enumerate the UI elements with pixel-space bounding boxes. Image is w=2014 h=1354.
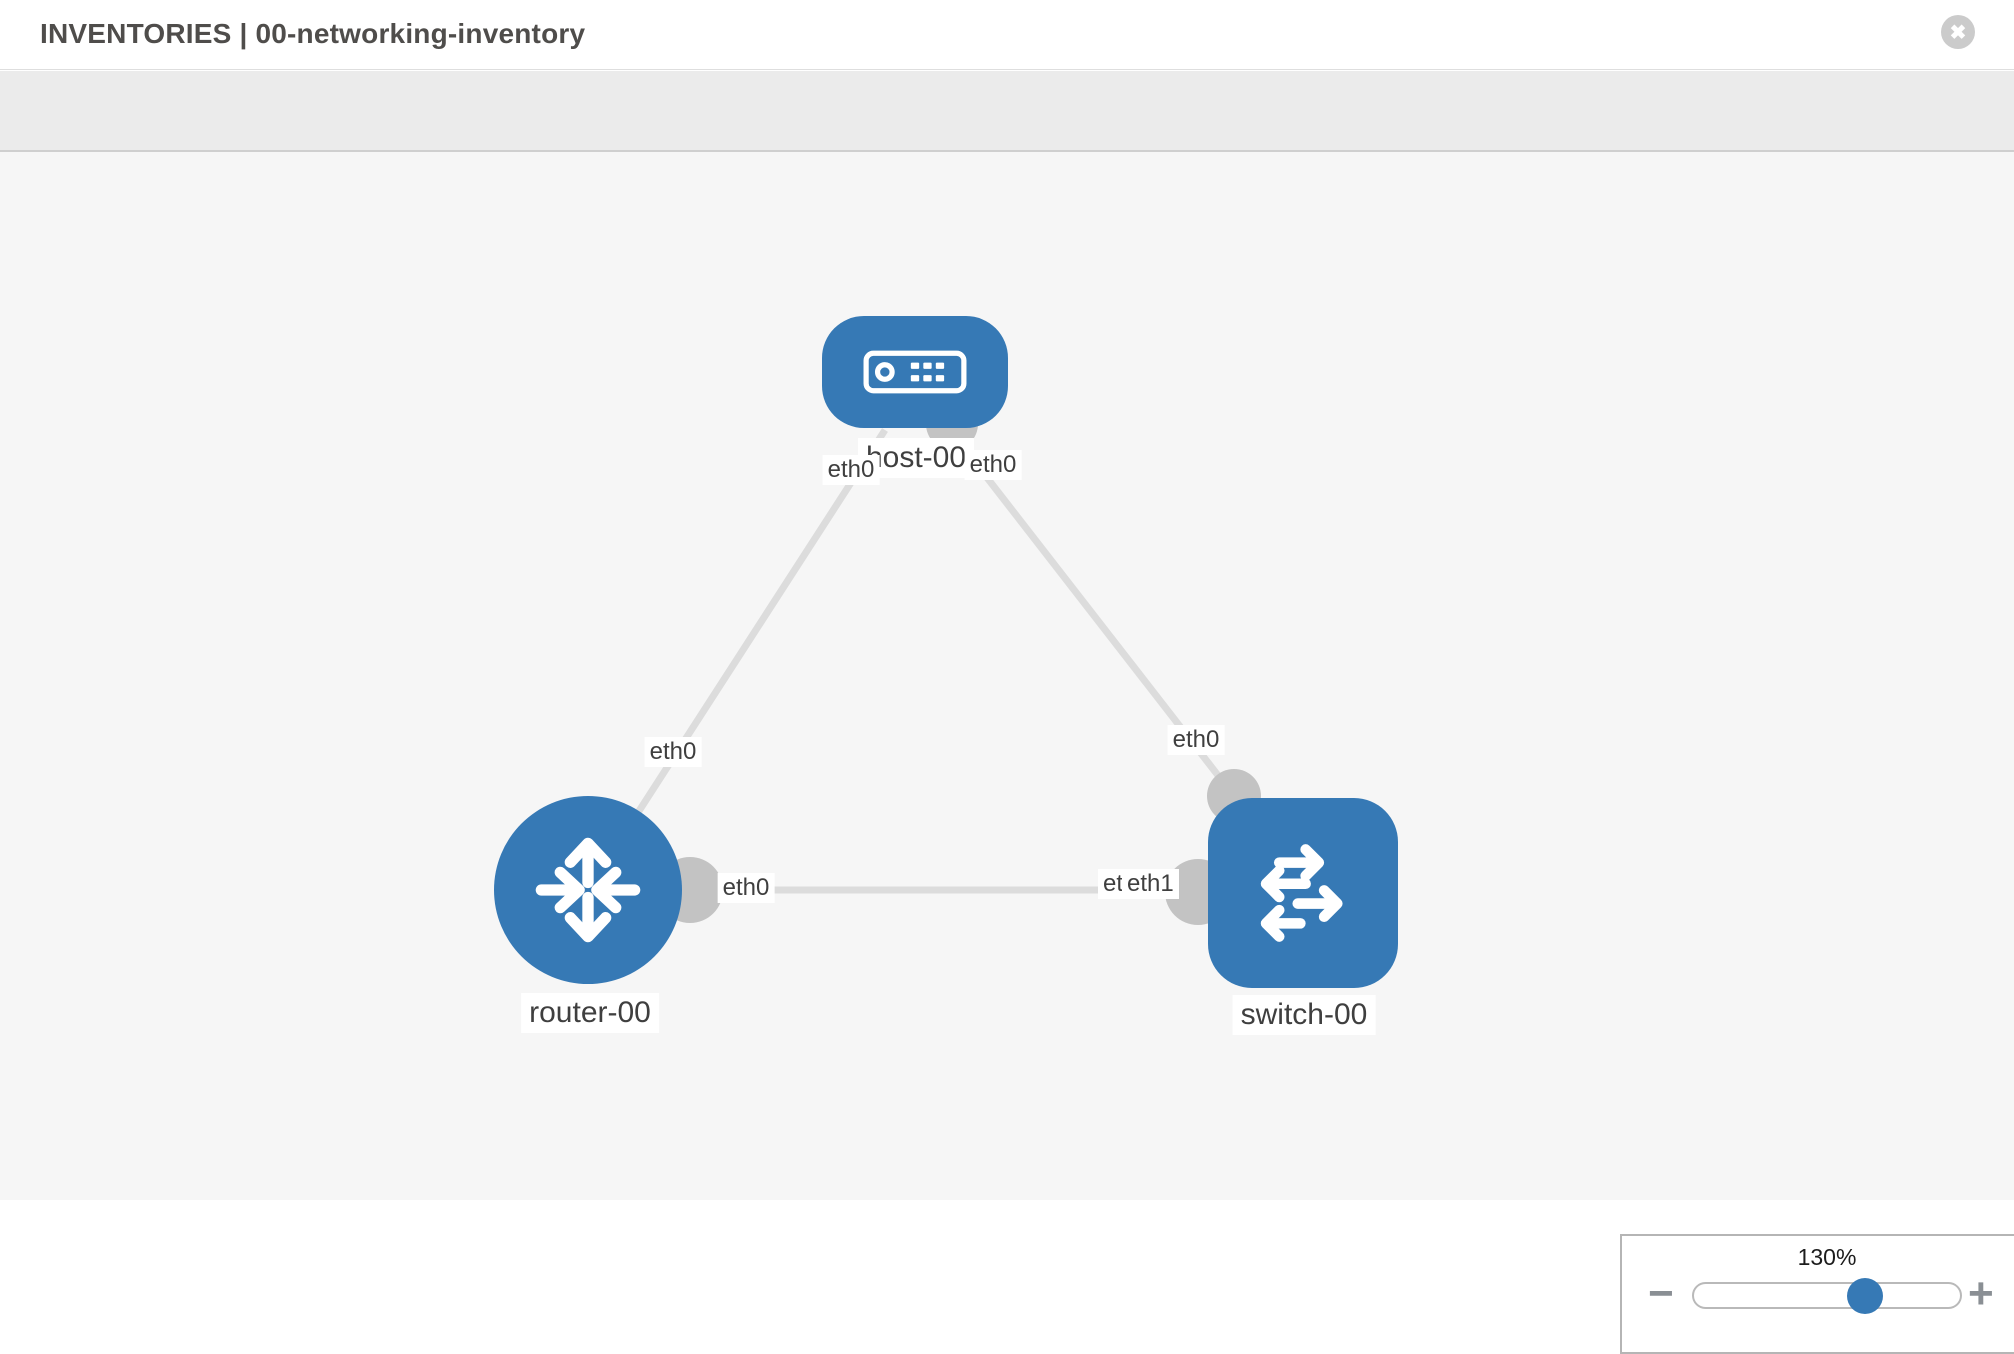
iface-label-router-uplink: eth0: [644, 737, 702, 767]
iface-label-switch-west-over: eth1: [1122, 869, 1179, 899]
node-host-00[interactable]: [822, 316, 1008, 428]
topology-canvas[interactable]: host-00 router-00 switch-00 eth0 eth0 et…: [0, 152, 2014, 1354]
zoom-slider-thumb[interactable]: [1847, 1278, 1883, 1314]
zoom-slider-track[interactable]: [1692, 1282, 1962, 1309]
iface-label-router-east: eth0: [717, 873, 775, 903]
close-button[interactable]: ✖: [1941, 15, 1975, 49]
iface-label-host-right: eth0: [964, 450, 1022, 480]
node-switch-00[interactable]: [1208, 798, 1398, 988]
topology-links-layer: [585, 398, 1261, 925]
zoom-in-button[interactable]: +: [1968, 1269, 1994, 1318]
close-icon: ✖: [1949, 21, 1967, 44]
page-title: INVENTORIES | 00-networking-inventory: [40, 18, 586, 49]
node-label-switch: switch-00: [1232, 995, 1376, 1035]
toolbar: ACTIONS SEARCH: [0, 71, 2014, 213]
header-bar: INVENTORIES | 00-networking-inventory ✖: [0, 0, 2014, 70]
zoom-level-value: 130%: [1797, 1244, 1857, 1270]
switch-icon: [1260, 844, 1343, 942]
node-label-router: router-00: [521, 993, 659, 1033]
router-icon: [535, 837, 641, 943]
node-router-00[interactable]: [494, 796, 682, 984]
zoom-out-button[interactable]: −: [1648, 1269, 1674, 1318]
iface-label-host-left: eth0: [822, 455, 880, 485]
iface-label-switch-uplink: eth0: [1167, 725, 1225, 755]
host-icon: [863, 350, 967, 394]
zoom-control-panel: 130% − +: [1620, 1234, 2014, 1354]
